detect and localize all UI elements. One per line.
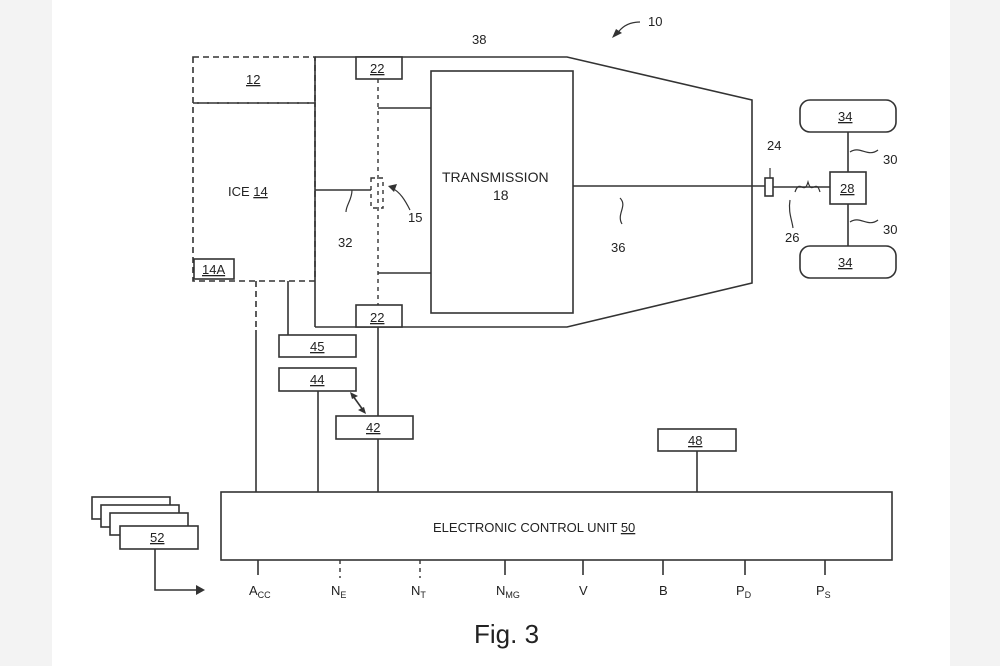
box-22-bottom	[355, 304, 403, 328]
ecu-box	[220, 491, 893, 561]
housing-ref-label: 38	[472, 32, 486, 47]
transmission-label: TRANSMISSION	[442, 169, 549, 185]
signal-stubs	[257, 560, 826, 578]
wheel-top-label: 34	[838, 109, 852, 124]
ice-box	[192, 102, 316, 282]
box-22-top-label: 22	[370, 61, 384, 76]
part-24-label: 24	[767, 138, 781, 153]
signal-label-6: PD	[736, 583, 752, 600]
signal-label-4: V	[579, 583, 588, 598]
box-22-bottom-label: 22	[370, 310, 384, 325]
box-12-label: 12	[246, 72, 260, 87]
signal-label-2: NT	[411, 583, 426, 600]
transmission-box	[430, 70, 574, 314]
arrow-52	[154, 549, 198, 591]
clutch-ref-label: 15	[408, 210, 422, 225]
clutch-15	[370, 177, 384, 209]
ecu-label: ELECTRONIC CONTROL UNIT 50	[433, 520, 635, 535]
wheel-top	[799, 99, 897, 133]
part-24	[764, 177, 774, 197]
box-14a	[193, 258, 235, 280]
spring-26	[794, 179, 821, 193]
shaft-32-label: 32	[338, 235, 352, 250]
card-stack-52: 52	[91, 496, 199, 550]
box-44-label: 44	[310, 372, 324, 387]
box-42	[335, 415, 414, 440]
right-gutter	[950, 0, 1000, 666]
signal-label-0: ACC	[249, 583, 271, 600]
shaft-36-label: 36	[611, 240, 625, 255]
box-48-label: 48	[688, 433, 702, 448]
engine-group: 12 ICE 14 14A	[192, 56, 316, 282]
signal-label-7: PS	[816, 583, 831, 600]
differential-label: 28	[840, 181, 854, 196]
axle-top-label: 30	[883, 152, 897, 167]
axle-bottom-label: 30	[883, 222, 897, 237]
box-45	[278, 334, 357, 358]
signal-label-5: B	[659, 583, 668, 598]
box-12	[192, 56, 316, 104]
transmission-ref: 18	[493, 187, 509, 203]
box-45-label: 45	[310, 339, 324, 354]
signal-labels: ACC NE NT NMG V B PD PS	[249, 583, 831, 600]
wheel-bottom-label: 34	[838, 255, 852, 270]
reference-10: 10	[612, 14, 662, 38]
wheel-bottom	[799, 245, 897, 279]
box-42-label: 42	[366, 420, 380, 435]
figure-caption: Fig. 3	[474, 619, 539, 649]
ice-label: ICE 14	[228, 184, 268, 199]
signal-label-1: NE	[331, 583, 346, 600]
left-gutter	[0, 0, 52, 666]
box-14a-label: 14A	[202, 262, 225, 277]
spring-26-label: 26	[785, 230, 799, 245]
arrow-44-42	[352, 395, 364, 411]
signal-label-3: NMG	[496, 583, 520, 600]
box-52-label: 52	[150, 530, 164, 545]
ref-10-label: 10	[648, 14, 662, 29]
box-22-top	[355, 56, 403, 80]
